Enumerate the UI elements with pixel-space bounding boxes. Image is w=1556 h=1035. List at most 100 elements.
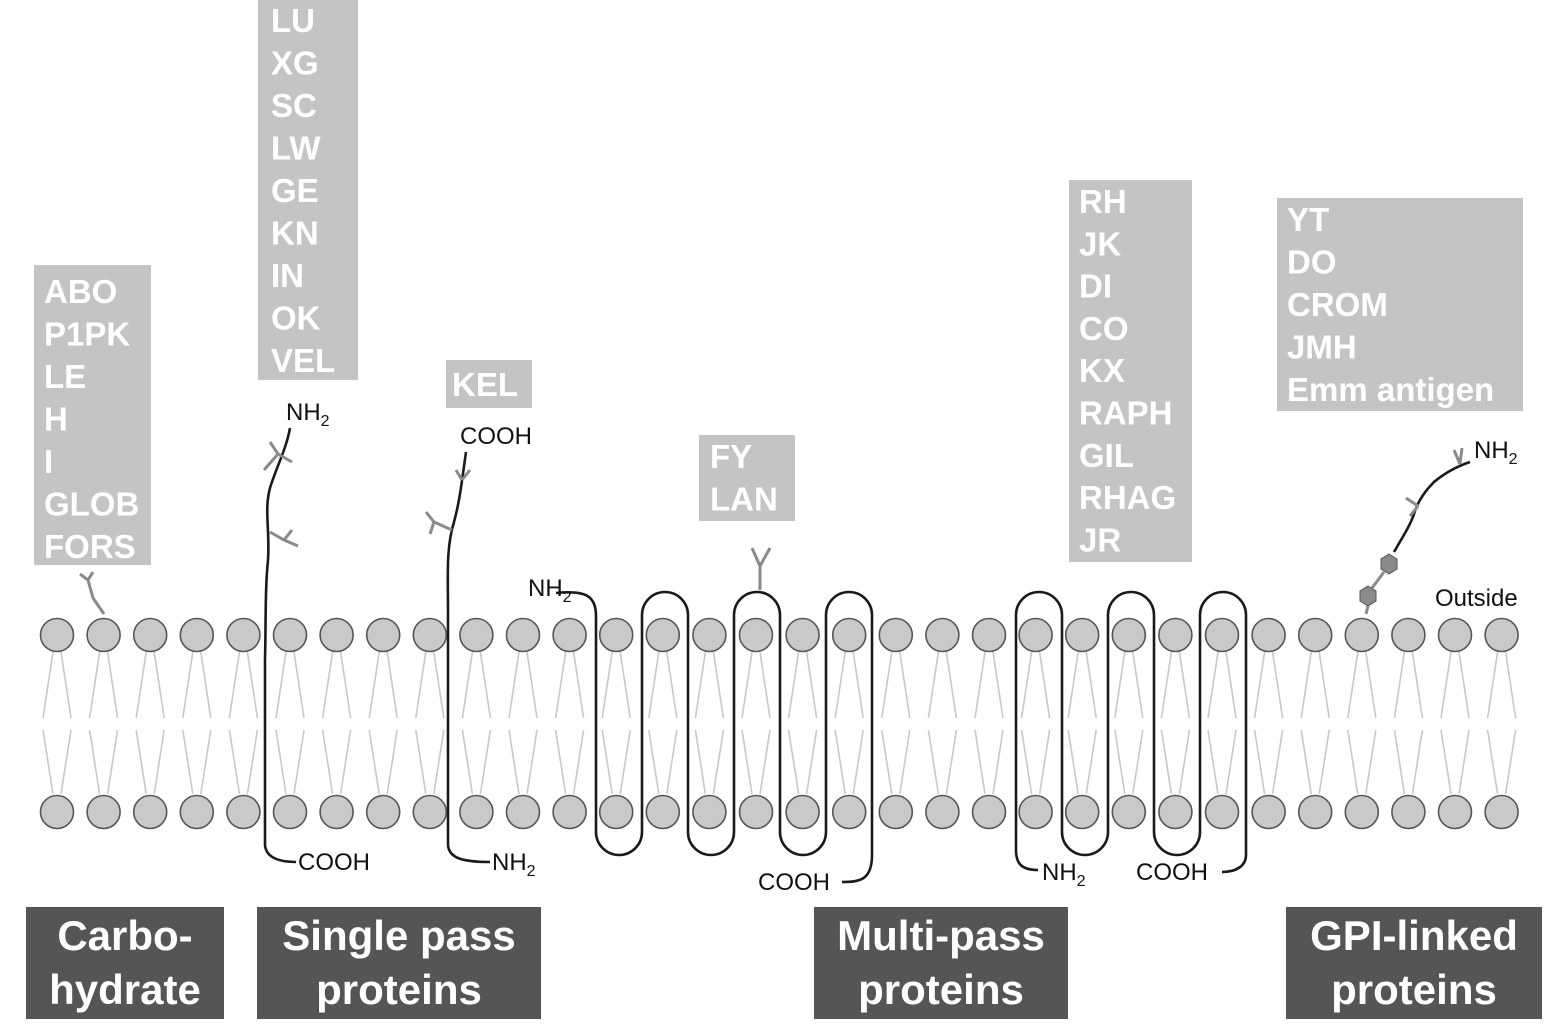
lipid-tail — [852, 651, 864, 719]
lipid-head — [645, 617, 681, 653]
lipid-tail — [601, 729, 613, 795]
lipid-tail — [88, 651, 101, 719]
lipid-tail — [974, 651, 986, 719]
lipid-tail — [1253, 729, 1266, 795]
lipid-tail — [1365, 729, 1377, 795]
lipid-head — [785, 794, 820, 830]
lipid-head — [1018, 617, 1053, 653]
antigen-label: RHAG — [1079, 479, 1176, 516]
lipid-head — [831, 794, 867, 830]
lipid-tail — [1347, 729, 1359, 795]
antigen-label: JK — [1079, 225, 1121, 262]
lipid-tail — [42, 729, 54, 795]
category-multi-pass-line-2: proteins — [858, 966, 1024, 1013]
lipid-head — [925, 794, 960, 830]
lipid-tail — [42, 651, 54, 719]
lipid-tail — [153, 729, 165, 795]
lipid-tail — [135, 651, 147, 719]
lipid-tail — [759, 651, 771, 719]
lipid-tail — [526, 729, 538, 795]
lipid-head — [1437, 794, 1473, 830]
lipid-tail — [1504, 729, 1517, 795]
antigen-label: FORS — [44, 528, 136, 565]
single-pass-glycan-1a — [262, 441, 293, 471]
lipid-tail — [1207, 729, 1219, 795]
lipid-tail — [386, 651, 398, 719]
antigen-label: P1PK — [44, 316, 130, 353]
antigen-label: I — [44, 443, 53, 480]
lipid-head — [971, 617, 1007, 653]
antigen-label: H — [44, 401, 68, 438]
lipid-head — [645, 794, 681, 830]
lipid-tail — [1318, 729, 1330, 795]
lipid-tail — [899, 729, 911, 795]
lipid-tail — [992, 729, 1004, 795]
lipid-head — [598, 794, 634, 830]
lipid-head — [505, 794, 541, 830]
cooh-label-single-pass-2: COOH — [460, 423, 532, 450]
antigen-label: DI — [1079, 268, 1112, 305]
lipid-tail — [1038, 729, 1051, 795]
lipid-tail — [974, 729, 986, 795]
lipid-head — [692, 794, 727, 830]
nh2-label-multi-pass-1: NH2 — [528, 575, 572, 606]
lipid-tail — [1393, 651, 1406, 719]
outside-label: Outside — [1435, 585, 1518, 612]
lipid-tail — [228, 729, 241, 795]
lipid-head — [971, 794, 1007, 830]
antigen-label: GLOB — [44, 486, 139, 523]
lipid-head — [86, 794, 121, 830]
lipid-head — [738, 617, 774, 653]
antigen-label: CROM — [1287, 286, 1388, 323]
gpi-glycan-2 — [1452, 447, 1464, 465]
lipid-tail — [386, 729, 398, 795]
single-pass-glycan-2a — [454, 469, 472, 481]
lipid-tail — [88, 729, 101, 795]
lipid-tail — [741, 729, 753, 795]
gpi-anchor-hexagon-1 — [1359, 585, 1377, 607]
lipid-tail — [1114, 651, 1126, 719]
lipid-tail — [741, 651, 753, 719]
antigen-label: RH — [1079, 183, 1127, 220]
lipid-tail — [1067, 729, 1079, 795]
lipid-head — [598, 617, 634, 653]
lipid-head — [86, 617, 121, 653]
lipid-tail — [572, 651, 585, 719]
lipid-tail — [135, 729, 147, 795]
nh2-label-gpi: NH2 — [1474, 437, 1518, 468]
lipid-tail — [759, 729, 771, 795]
lipid-tail — [834, 729, 846, 795]
gpi-anchor-link-1 — [1364, 605, 1370, 615]
lipid-tail — [1271, 651, 1284, 719]
lipid-head — [319, 794, 354, 830]
lipid-tail — [415, 729, 427, 795]
lipid-head — [1158, 617, 1193, 653]
lipid-tail — [927, 651, 940, 719]
lipid-tail — [1411, 651, 1424, 719]
lipid-tail — [554, 729, 567, 795]
protein-chains — [79, 427, 1471, 884]
lipid-head — [1111, 617, 1147, 653]
lipid-tail — [1114, 729, 1126, 795]
lipid-tail — [572, 729, 585, 795]
antigen-label: LU — [271, 2, 315, 39]
lipid-tail — [694, 729, 707, 795]
lipid-tail — [1178, 651, 1191, 719]
category-box-multi-pass: Multi-pass proteins — [814, 907, 1068, 1019]
antigen-label: IN — [271, 257, 304, 294]
lipid-tail — [1178, 729, 1191, 795]
lipid-head — [1344, 794, 1380, 830]
lipid-tail — [1440, 729, 1452, 795]
lipid-head — [226, 794, 261, 830]
antigen-label: KEL — [452, 366, 518, 403]
lipid-tail — [479, 729, 492, 795]
category-single-pass-line-2: proteins — [316, 966, 482, 1013]
lipid-tail — [153, 651, 165, 719]
lipid-tail — [246, 651, 259, 719]
multi-pass-chain-fy — [555, 590, 874, 884]
lipid-tail — [479, 651, 492, 719]
lipid-head — [831, 617, 867, 653]
lipid-tail — [1253, 651, 1266, 719]
